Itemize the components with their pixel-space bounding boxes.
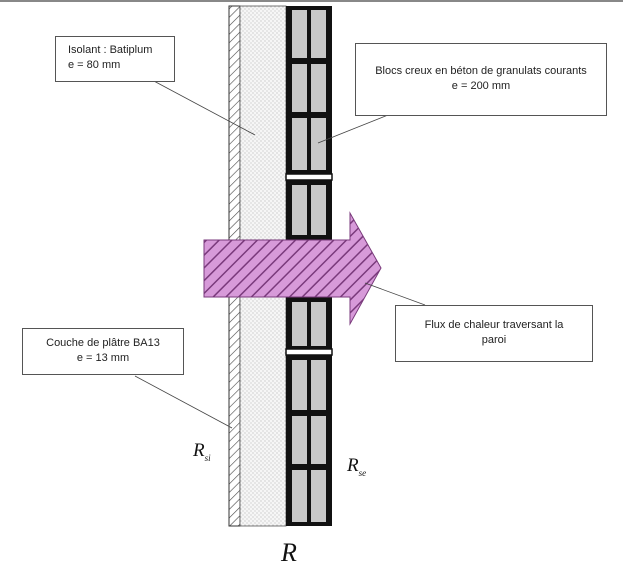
heat-flux-label-line2: paroi (481, 334, 507, 346)
rse-main: R (347, 455, 359, 476)
heat-flux-label: Flux de chaleur traversant la paroi (395, 305, 593, 362)
blocks-leader-line (317, 114, 389, 144)
insulation-leader-line (151, 79, 256, 136)
insulation-label: Isolant : Batiplum e = 80 mm (55, 36, 175, 82)
rsi-symbol: Rsi (193, 440, 211, 463)
heat-flux-arrow (203, 211, 382, 326)
plaster-leader-line (134, 375, 233, 429)
plaster-label: Couche de plâtre BA13 e = 13 mm (22, 328, 184, 375)
blocks-label-line2: e = 200 mm (451, 80, 511, 92)
heat-flux-label-line1: Flux de chaleur traversant la (424, 319, 564, 331)
insulation-label-line2: e = 80 mm (68, 59, 121, 71)
heat-flux-leader-line (364, 282, 426, 306)
mortar-joint (285, 173, 333, 181)
total-resistance-symbol: R (281, 538, 297, 567)
rse-sub: se (358, 467, 367, 478)
rsi-main: R (193, 440, 205, 461)
blocks-label: Blocs creux en béton de granulats couran… (355, 43, 607, 116)
plaster-label-line2: e = 13 mm (76, 352, 130, 364)
rsi-sub: si (204, 452, 211, 463)
rse-symbol: Rse (347, 455, 366, 478)
insulation-label-line1: Isolant : Batiplum (68, 44, 153, 56)
mortar-joint (285, 348, 333, 356)
plaster-label-line1: Couche de plâtre BA13 (46, 337, 160, 349)
blocks-label-line1: Blocs creux en béton de granulats couran… (375, 65, 587, 77)
